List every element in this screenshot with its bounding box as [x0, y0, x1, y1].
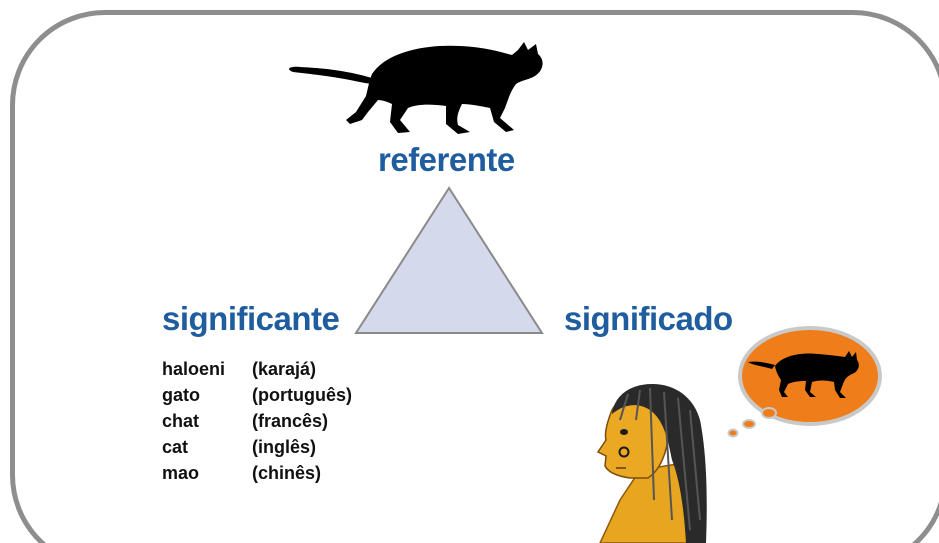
word-row: chat (francês): [162, 408, 352, 434]
word-language: (karajá): [252, 358, 317, 379]
semiotic-triangle: [354, 186, 544, 334]
signified-label: significado: [564, 300, 733, 337]
cat-silhouette-icon: [289, 42, 543, 134]
word-term: chat: [162, 410, 200, 431]
thought-bubble-icon: [727, 326, 882, 438]
thinking-person-icon: [596, 384, 707, 543]
word-list: haloeni (karajá) gato (português) chat (…: [162, 356, 352, 486]
word-language: (inglês): [252, 436, 317, 457]
signifier-label: significante: [162, 300, 340, 337]
word-row: gato (português): [162, 382, 352, 408]
small-cat-icon: [748, 351, 859, 398]
word-row: haloeni (karajá): [162, 356, 352, 382]
word-language: (chinês): [252, 462, 322, 483]
word-term: mao: [162, 462, 200, 483]
word-row: mao (chinês): [162, 460, 352, 486]
word-term: haloeni: [162, 358, 226, 379]
word-language: (português): [252, 384, 352, 405]
word-language: (francês): [252, 410, 329, 431]
referent-label: referente: [378, 141, 515, 178]
word-row: cat (inglês): [162, 434, 352, 460]
word-term: cat: [162, 436, 189, 457]
word-term: gato: [162, 384, 200, 405]
